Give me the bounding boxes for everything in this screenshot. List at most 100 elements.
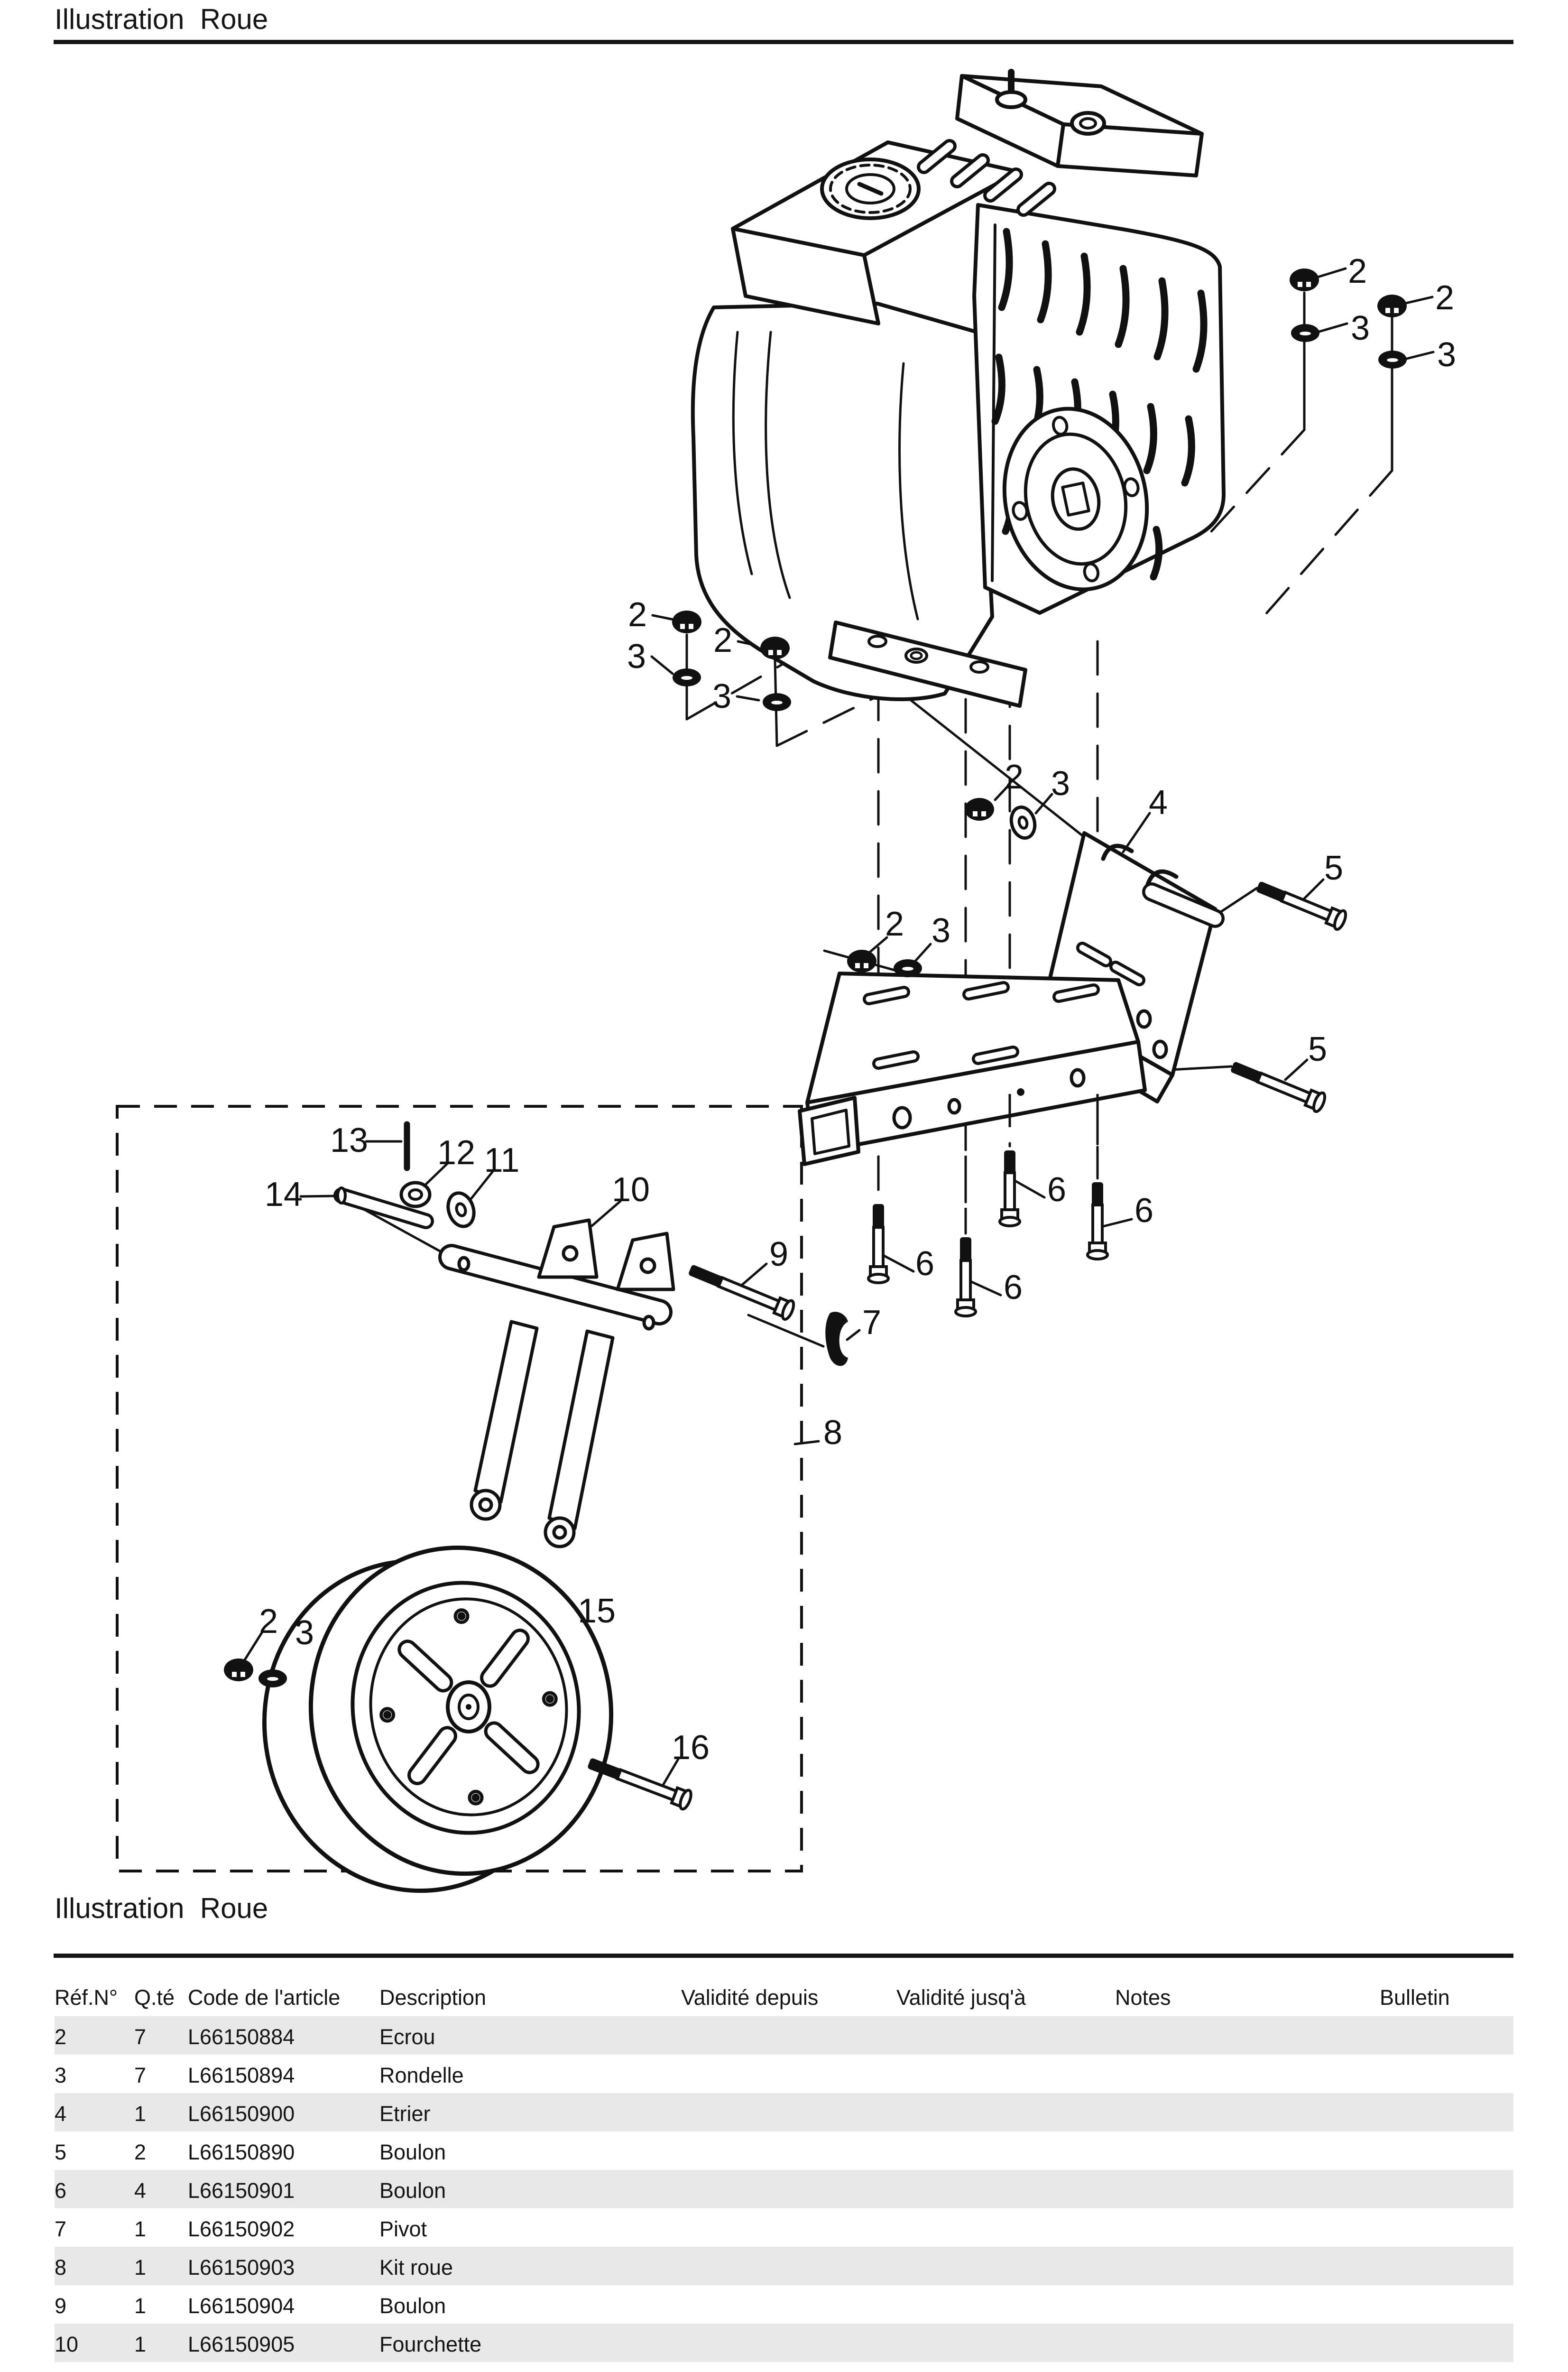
pin-14 [333, 1186, 434, 1229]
table-cell: 7 [134, 2025, 147, 2049]
callout-3: 3 [712, 677, 731, 715]
column-header: Réf.N° [55, 1985, 118, 2010]
tank-grips [917, 139, 1056, 217]
bolt [588, 1758, 692, 1811]
callout-2: 2 [1435, 279, 1454, 317]
table-cell: 8 [55, 2255, 67, 2279]
table-cell: Rondelle [379, 2371, 464, 2372]
callout-2: 2 [1348, 252, 1367, 290]
table-cell: Kit roue [379, 2255, 453, 2279]
table-cell: 2 [55, 2025, 67, 2049]
table-cell: 9 [55, 2294, 67, 2318]
callout-3: 3 [1051, 765, 1070, 803]
table-row [55, 2247, 1513, 2285]
table-cell: 6 [55, 2178, 67, 2203]
table-cell: L66150904 [188, 2294, 295, 2318]
table-cell: 1 [134, 2294, 147, 2318]
table-cell: L66150884 [188, 2025, 295, 2049]
table-cell: 3 [55, 2063, 67, 2087]
callout-8: 8 [823, 1414, 842, 1452]
callout-2: 2 [628, 596, 647, 634]
table-row [55, 2324, 1513, 2362]
table-cell: L66150906 [188, 2371, 295, 2372]
pivot-clip-7 [825, 1312, 848, 1366]
table-cell: 7 [55, 2217, 67, 2241]
callout-3: 3 [1437, 336, 1456, 374]
engine-illustration [691, 69, 1226, 708]
table-row [55, 2093, 1513, 2131]
callout-11: 11 [484, 1141, 520, 1179]
callout-6: 6 [915, 1245, 934, 1283]
column-header: Validité depuis [681, 1985, 819, 2010]
table-cell: 4 [55, 2102, 67, 2126]
callout-6: 6 [1004, 1269, 1023, 1306]
table-cell: Boulon [379, 2294, 446, 2318]
table-cell: L66150901 [188, 2178, 295, 2203]
table-cell: Boulon [379, 2178, 446, 2203]
callout-4: 4 [1149, 784, 1168, 822]
table-cell: 1 [134, 2371, 146, 2372]
bolt [998, 1150, 1021, 1227]
callout-2: 2 [259, 1603, 278, 1640]
callout-2: 2 [885, 905, 904, 943]
callout-5: 5 [1324, 849, 1343, 887]
callout-10: 10 [612, 1171, 650, 1209]
small-parts [333, 806, 1037, 1366]
table-row [55, 2016, 1513, 2055]
callout-3: 3 [627, 638, 646, 676]
table-cell: 10 [55, 2332, 79, 2356]
fork-fourchette [438, 1218, 675, 1548]
callout-14: 14 [265, 1176, 303, 1214]
table-cell: Etrier [379, 2102, 431, 2126]
table-cell: 1 [134, 2102, 147, 2126]
bolt [867, 1204, 890, 1284]
table-cell: 11 [55, 2371, 77, 2372]
callout-3: 3 [295, 1614, 314, 1652]
table-cell: Ecrou [379, 2025, 435, 2049]
table-cell: L66150902 [188, 2217, 295, 2241]
table-cell: 5 [55, 2140, 67, 2164]
callout-5: 5 [1308, 1030, 1327, 1068]
callout-9: 9 [769, 1235, 788, 1273]
column-header: Description [379, 1985, 487, 2010]
table-cell: 1 [134, 2255, 147, 2279]
frame-beam [798, 972, 1147, 1166]
table-cell: L66150900 [188, 2102, 295, 2126]
callout-6: 6 [1047, 1171, 1066, 1209]
bolt [954, 1237, 977, 1317]
table-cell: L66150894 [188, 2063, 295, 2087]
washer-3-ring [1009, 806, 1037, 840]
table-row [55, 2170, 1513, 2208]
table-cell: Pivot [379, 2217, 427, 2241]
divider-table [54, 1954, 1513, 1958]
callout-3: 3 [932, 912, 950, 950]
table-cell: L66150890 [188, 2140, 295, 2164]
table-cell: 4 [134, 2178, 147, 2203]
callout-16: 16 [672, 1729, 710, 1767]
callout-3: 3 [1351, 309, 1370, 347]
bolt [1256, 881, 1347, 931]
callout-2: 2 [713, 621, 732, 659]
column-header: Validité jusq'à [896, 1985, 1026, 2010]
table-cell: Rondelle [379, 2063, 464, 2087]
table-cell: Boulon [379, 2140, 446, 2164]
bolt [1231, 1062, 1327, 1113]
column-header: Q.té [134, 1985, 175, 2010]
callout-15: 15 [578, 1592, 616, 1630]
bolt [1086, 1182, 1109, 1260]
callout-6: 6 [1134, 1192, 1153, 1230]
callout-7: 7 [862, 1304, 881, 1342]
table-cell: 2 [134, 2140, 147, 2164]
section-title: Illustration Roue [55, 1892, 268, 1924]
table-cell: 7 [134, 2063, 147, 2087]
page-title: Illustration Roue [55, 3, 268, 35]
table-cell: L66150903 [188, 2255, 295, 2279]
bolt [689, 1265, 795, 1321]
table-cell: 1 [134, 2332, 147, 2356]
pto-flange [1002, 407, 1149, 592]
column-header: Notes [1115, 1985, 1171, 2010]
table-cell: Fourchette [379, 2332, 482, 2356]
front-wheel [262, 1546, 614, 1893]
